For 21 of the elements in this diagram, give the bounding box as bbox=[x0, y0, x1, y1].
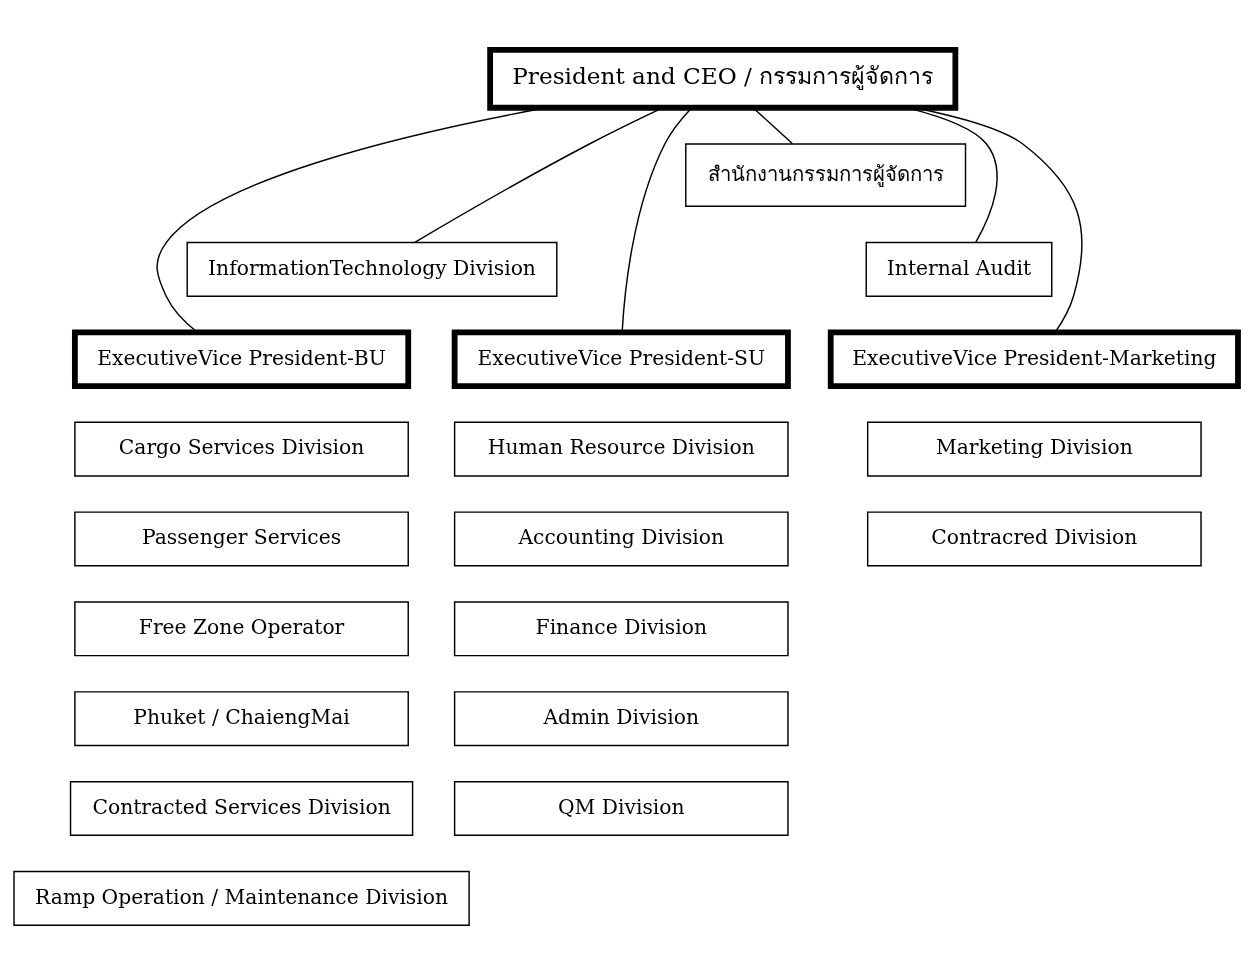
node-box: ExecutiveVice President-BU bbox=[72, 329, 412, 389]
node-box: Human Resource Division bbox=[453, 421, 789, 477]
node-box: Contracred Division bbox=[866, 510, 1202, 566]
node-box: ExecutiveVice President-Marketing bbox=[827, 329, 1241, 389]
node-box: Admin Division bbox=[453, 690, 789, 746]
node-box: Internal Audit bbox=[865, 241, 1053, 297]
node-box: Accounting Division bbox=[453, 510, 789, 566]
node-box: ExecutiveVice President-SU bbox=[451, 329, 791, 389]
node-box: Finance Division bbox=[453, 600, 789, 656]
node-box: Free Zone Operator bbox=[74, 600, 409, 656]
node-box: Passenger Services bbox=[74, 510, 409, 566]
node-box: QM Division bbox=[453, 780, 789, 836]
connector bbox=[914, 106, 1083, 333]
node-box: Contracted Services Division bbox=[69, 780, 414, 836]
node-box: Ramp Operation / Maintenance Division bbox=[13, 870, 470, 926]
node-box: President and CEO / กรรมการผู้จัดการ bbox=[487, 46, 959, 111]
node-box: สำนักงานกรรมการผู้จัดการ bbox=[685, 142, 967, 207]
node-box: InformationTechnology Division bbox=[186, 241, 558, 297]
node-box: Phuket / ChaiengMai bbox=[74, 690, 409, 746]
node-box: Marketing Division bbox=[866, 421, 1202, 477]
node-box: Cargo Services Division bbox=[74, 421, 409, 477]
